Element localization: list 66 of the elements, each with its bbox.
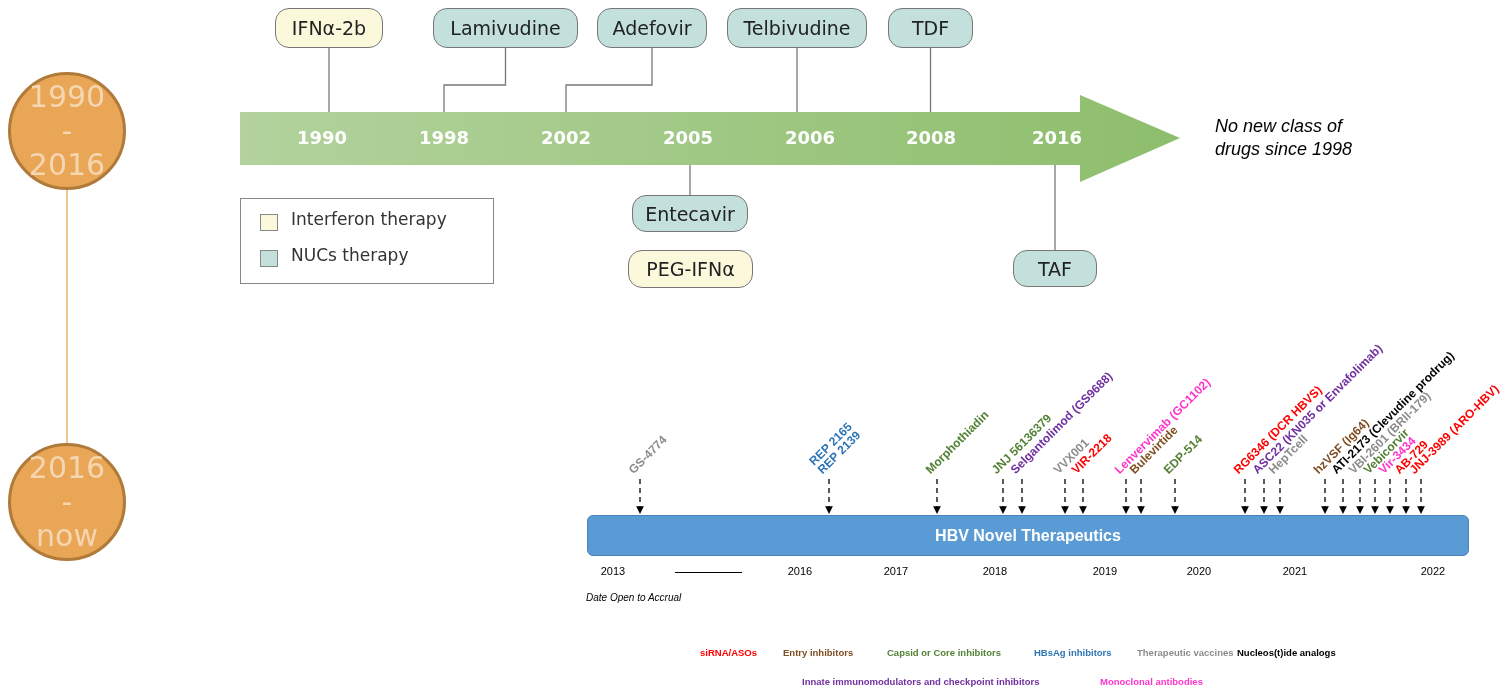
arrow [999,478,1007,515]
legend-entry: Entry inhibitors [783,647,854,658]
drug-box: IFNα-2b [275,8,383,48]
arrow [933,478,941,515]
arrow [1260,478,1268,515]
arrow [1079,478,1087,515]
connector-line [689,164,691,196]
year-label: 1990 [295,128,349,148]
arrow [825,478,833,515]
legend-entry: HBsAg inhibitors [1034,647,1112,658]
legend-entry: Therapeutic vaccines [1137,647,1234,658]
drug-box: TAF [1013,250,1097,287]
timeline-bar: HBV Novel Therapeutics [587,515,1469,556]
axis-note: Date Open to Accrual [586,592,682,603]
year-label: 2013 [599,565,627,577]
connector-line [328,47,330,113]
drug-box: Adefovir [597,8,707,48]
drug-box: Entecavir [632,195,748,232]
legend-entry: Nucleos(t)ide analogs [1237,647,1336,658]
legend-entry: Capsid or Core inhibitors [887,647,1001,658]
year-label: 2022 [1419,565,1447,577]
arrow [1402,478,1410,515]
arrow [1122,478,1130,515]
legend-label: Interferon therapy [291,209,447,229]
drug-box: Telbivudine [727,8,867,48]
arrow [1321,478,1329,515]
timeline-circle: 1990 - 2016 [8,72,126,190]
year-label: 2002 [539,128,593,148]
arrow [636,478,644,515]
connector-line [565,47,653,113]
arrow [1137,478,1145,515]
year-label: 2018 [981,565,1009,577]
year-label: 2019 [1091,565,1119,577]
connector-line [796,47,798,113]
drug-box: PEG-IFNα [628,250,753,288]
connector-line [66,189,68,444]
arrow [1018,478,1026,515]
arrow [1171,478,1179,515]
legend-entry: siRNA/ASOs [700,647,757,658]
year-label: 2016 [1030,128,1084,148]
arrow [1276,478,1284,515]
drug-box: TDF [888,8,973,48]
year-label: 2005 [661,128,715,148]
connector-line [443,47,507,113]
legend-entry: Innate immunomodulators and checkpoint inhibitors [802,676,1040,687]
year-label: 2016 [786,565,814,577]
year-label: 2006 [783,128,837,148]
arrow [1061,478,1069,515]
year-label: 2008 [904,128,958,148]
legend-entry: Monoclonal antibodies [1100,676,1203,687]
arrow [1371,478,1379,515]
arrow [1241,478,1249,515]
arrow [1417,478,1425,515]
arrow [1356,478,1364,515]
year-label: 2017 [882,565,910,577]
arrow [1339,478,1347,515]
year-label: 2020 [1185,565,1213,577]
timeline-circle: 2016 - now [8,443,126,561]
note-text: No new class of drugs since 1998 [1215,115,1354,161]
connector-line [1054,164,1056,251]
year-label: 1998 [417,128,471,148]
connector-line [929,47,932,113]
arrow [1386,478,1394,515]
legend-label: NUCs therapy [291,245,409,265]
year-label: 2021 [1281,565,1309,577]
drug-box: Lamivudine [433,8,578,48]
